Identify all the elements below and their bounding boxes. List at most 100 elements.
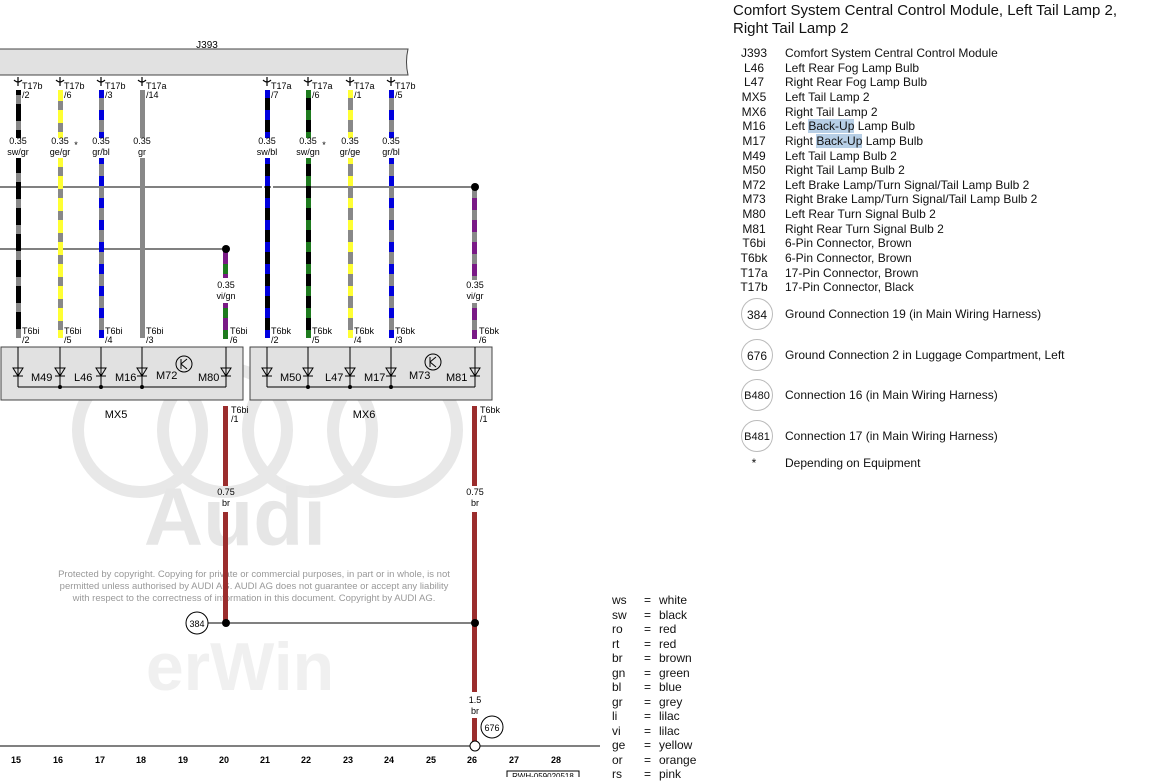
wiring-diagram: Audi erWin J393: [0, 40, 600, 777]
svg-text:20: 20: [219, 755, 229, 765]
svg-text:T6bi: T6bi: [230, 326, 248, 336]
page-title: Comfort System Central Control Module, L…: [733, 2, 1118, 37]
svg-text:/3: /3: [146, 335, 154, 345]
junction-dot: [471, 183, 479, 191]
svg-text:/6: /6: [479, 335, 487, 345]
svg-text:/14: /14: [146, 90, 159, 100]
svg-text:T6bk: T6bk: [479, 326, 500, 336]
svg-text:15: 15: [11, 755, 21, 765]
svg-text:27: 27: [509, 755, 519, 765]
svg-text:/6: /6: [230, 335, 238, 345]
svg-text:T17a: T17a: [312, 81, 333, 91]
svg-text:/6: /6: [64, 90, 72, 100]
svg-text:0.35: 0.35: [133, 136, 151, 146]
svg-text:1.5: 1.5: [469, 695, 482, 705]
svg-text:0.35: 0.35: [51, 136, 69, 146]
svg-text:T6bi: T6bi: [105, 326, 123, 336]
svg-text:/1: /1: [354, 90, 362, 100]
mx6-label: MX6: [353, 409, 376, 421]
svg-text:/4: /4: [354, 335, 362, 345]
svg-text:T6bi: T6bi: [146, 326, 164, 336]
svg-text:M50: M50: [280, 372, 301, 384]
ground-676-marker: 676: [480, 715, 504, 739]
svg-text:Protected by copyright. Copyin: Protected by copyright. Copying for priv…: [58, 569, 450, 580]
svg-text:sw/gn: sw/gn: [296, 147, 320, 157]
svg-text:0.35: 0.35: [466, 280, 484, 290]
top-pin-labels: T17b/2 T17b/6 T17b/3 T17a/14 T17a/7 T17a…: [22, 81, 416, 100]
svg-text:19: 19: [178, 755, 188, 765]
svg-text:/1: /1: [231, 414, 239, 424]
text-selection-highlight: Back-Up: [808, 119, 855, 133]
svg-text:L47: L47: [325, 372, 343, 384]
svg-text:T6bk: T6bk: [480, 405, 501, 415]
svg-text:T6bi: T6bi: [231, 405, 249, 415]
svg-text:T17b: T17b: [105, 81, 126, 91]
connection-circle-icon: 676: [741, 339, 773, 371]
svg-text:T6bk: T6bk: [271, 326, 292, 336]
svg-text:/2: /2: [22, 335, 30, 345]
svg-text:T6bi: T6bi: [64, 326, 82, 336]
copyright-notice: Protected by copyright. Copying for priv…: [58, 569, 450, 604]
svg-text:/5: /5: [312, 335, 320, 345]
svg-text:22: 22: [301, 755, 311, 765]
svg-text:/4: /4: [105, 335, 113, 345]
audi-watermark-text: Audi: [144, 472, 326, 563]
svg-text:26: 26: [467, 755, 477, 765]
svg-text:*: *: [74, 140, 78, 150]
svg-text:M81: M81: [446, 372, 467, 384]
svg-text:/5: /5: [64, 335, 72, 345]
svg-text:br: br: [471, 498, 479, 508]
svg-text:0.75: 0.75: [466, 487, 484, 497]
svg-text:br: br: [471, 706, 479, 716]
mx5-label: MX5: [105, 409, 128, 421]
svg-text:*: *: [322, 140, 326, 150]
svg-text:/2: /2: [22, 90, 30, 100]
svg-text:/3: /3: [105, 90, 113, 100]
svg-text:gr: gr: [138, 147, 146, 157]
svg-text:24: 24: [384, 755, 394, 765]
svg-text:RWH-059020518: RWH-059020518: [512, 772, 574, 777]
svg-text:/3: /3: [395, 335, 403, 345]
svg-text:br: br: [222, 498, 230, 508]
svg-text:384: 384: [189, 619, 204, 629]
connection-circle-icon: B480: [741, 379, 773, 411]
mx6-module: T6bk/2 T6bk/5 T6bk/4 T6bk/3 T6bk/6 M50 L…: [249, 326, 500, 421]
svg-text:M72: M72: [156, 370, 177, 382]
svg-text:/1: /1: [480, 414, 488, 424]
wires-top: [16, 90, 477, 339]
svg-text:T17a: T17a: [146, 81, 167, 91]
svg-text:0.75: 0.75: [217, 487, 235, 497]
svg-text:M49: M49: [31, 372, 52, 384]
svg-text:676: 676: [484, 723, 499, 733]
svg-text:T17b: T17b: [64, 81, 85, 91]
svg-text:L46: L46: [74, 372, 92, 384]
svg-text:0.35: 0.35: [258, 136, 276, 146]
svg-text:25: 25: [426, 755, 436, 765]
svg-text:/2: /2: [271, 335, 279, 345]
svg-text:M73: M73: [409, 370, 430, 382]
svg-text:0.35: 0.35: [341, 136, 359, 146]
svg-text:gr/ge: gr/ge: [340, 147, 361, 157]
svg-text:0.35: 0.35: [382, 136, 400, 146]
svg-text:ge/gr: ge/gr: [50, 147, 71, 157]
svg-text:T17a: T17a: [271, 81, 292, 91]
svg-text:gr/bl: gr/bl: [92, 147, 110, 157]
svg-text:0.35: 0.35: [299, 136, 317, 146]
erwin-watermark-text: erWin: [146, 629, 334, 705]
connection-circle-icon: 384: [741, 298, 773, 330]
svg-text:sw/bl: sw/bl: [257, 147, 278, 157]
mx5-module: T6bi/2 T6bi/5 T6bi/4 T6bi/3 T6bi/6 M49 L…: [0, 326, 248, 421]
legend-panel: Comfort System Central Control Module, L…: [733, 0, 1153, 470]
svg-text:17: 17: [95, 755, 105, 765]
svg-text:T6bk: T6bk: [312, 326, 333, 336]
grid-numbers: 15 16 17 18 19 20 21 22 23 24 25 26 27 2…: [11, 755, 561, 765]
svg-text:M17: M17: [364, 372, 385, 384]
svg-text:with respect to the correctnes: with respect to the correctness of infor…: [72, 593, 436, 604]
svg-text:T6bi: T6bi: [22, 326, 40, 336]
svg-text:T17b: T17b: [395, 81, 416, 91]
svg-text:18: 18: [136, 755, 146, 765]
svg-text:sw/gr: sw/gr: [7, 147, 29, 157]
connection-circle-icon: B481: [741, 420, 773, 452]
svg-text:T17b: T17b: [22, 81, 43, 91]
